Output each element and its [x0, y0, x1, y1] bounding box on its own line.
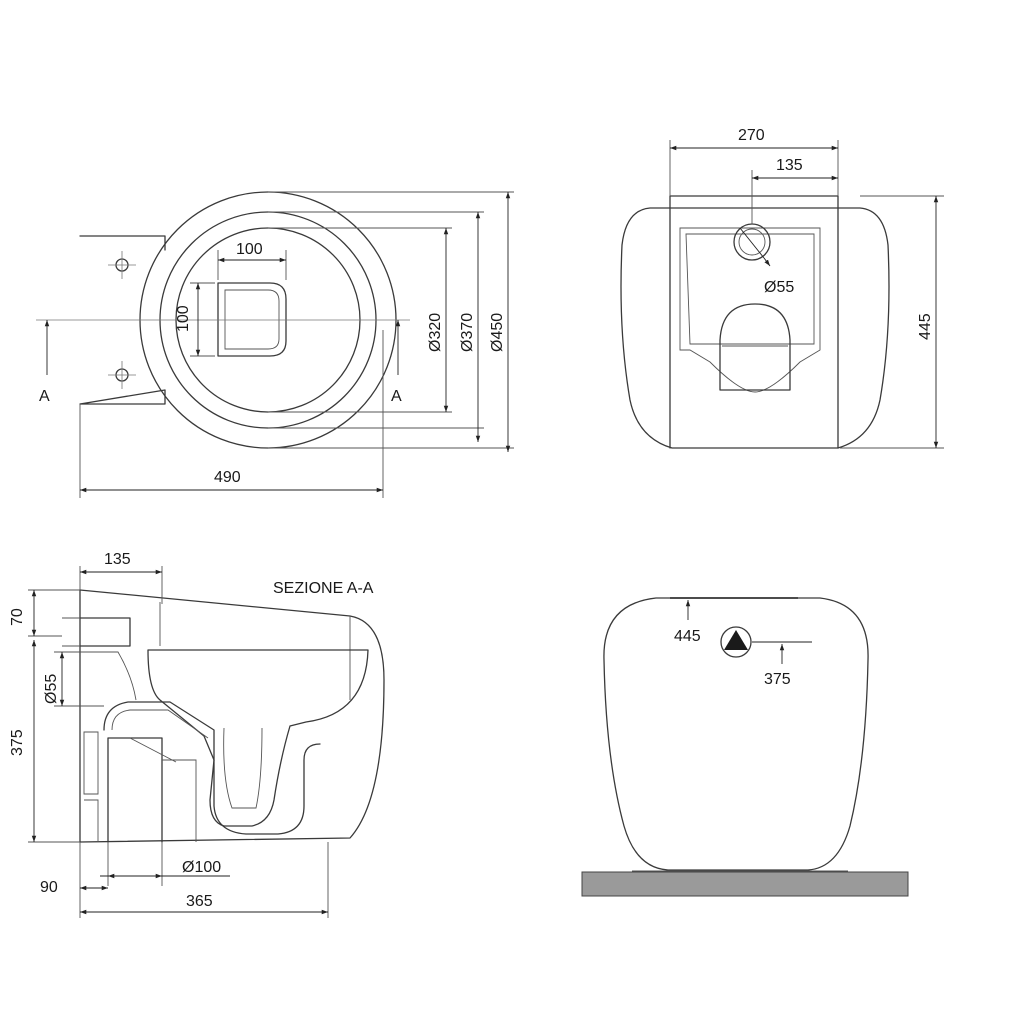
triangle-icon: [724, 630, 748, 650]
dim-overall-width: 490: [214, 469, 241, 486]
dim-section-top: 135: [104, 551, 131, 568]
front-inlet-marker: [720, 626, 752, 658]
floor: [581, 871, 909, 897]
dim-d450: Ø450: [489, 313, 506, 352]
rear-body-outline: [620, 207, 890, 449]
dim-rear-height: 445: [917, 313, 934, 340]
dim-front-445: 445: [674, 628, 701, 645]
section-body-outline: [79, 589, 385, 843]
dim-d320: Ø320: [427, 313, 444, 352]
dim-outlet-height: 100: [175, 305, 192, 332]
dim-section-outlet: Ø100: [182, 859, 221, 876]
front-body-outline: [603, 597, 869, 871]
bowl-section: [147, 649, 369, 827]
bolt-hole-bottom: [108, 361, 136, 389]
dim-section-70: 70: [9, 608, 26, 626]
rear-outlet: [719, 303, 791, 391]
dim-rear-width: 270: [738, 127, 765, 144]
dim-front-375: 375: [764, 671, 791, 688]
front-view: 445 375: [581, 597, 909, 897]
section-title: SEZIONE A-A: [273, 580, 374, 597]
bolt-hole-top: [108, 251, 136, 279]
dim-rear-half: 135: [776, 157, 803, 174]
dim-d370: Ø370: [459, 313, 476, 352]
outlet-opening: [217, 282, 287, 357]
dim-outlet-width: 100: [236, 241, 263, 258]
rear-view: Ø55 270 135 445: [620, 127, 944, 449]
dim-rear-inlet: Ø55: [764, 279, 794, 296]
dim-section-90: 90: [40, 879, 58, 896]
dim-section-365: 365: [186, 893, 213, 910]
dim-section-inlet: Ø55: [43, 674, 60, 704]
section-label-left: A: [39, 388, 50, 405]
section-view: SEZIONE A-A 135 70: [9, 551, 385, 918]
top-view: A A 100 100 Ø320 Ø370 Ø450 490: [36, 191, 514, 498]
section-label-right: A: [391, 388, 402, 405]
dim-section-375: 375: [9, 729, 26, 756]
